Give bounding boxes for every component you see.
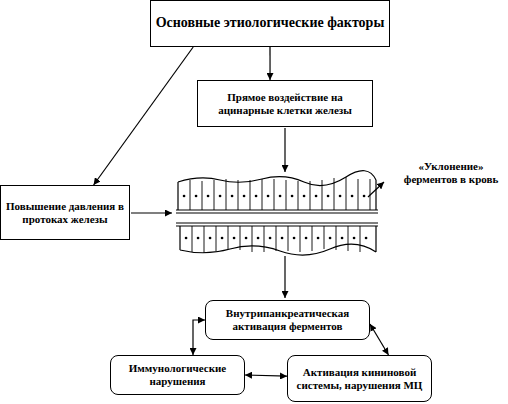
flow-arrows bbox=[131, 128, 384, 298]
connector-arrow bbox=[370, 324, 389, 355]
rounded-box: Внутрипанкреатическая активация ферменто… bbox=[205, 300, 370, 340]
duct-wall bbox=[176, 210, 378, 226]
cell-dividers bbox=[192, 226, 360, 253]
annotation-label: «Уклонение» ферментов в кровь bbox=[398, 160, 504, 185]
connector-arrow bbox=[94, 47, 194, 185]
node-text: Основные этиологические факторы bbox=[155, 15, 385, 31]
duct-illustration bbox=[176, 171, 378, 255]
node-text: Прямое воздействие на ацинарные клетки ж… bbox=[202, 91, 368, 116]
rounded-box: Активация кининовой системы, нарушения М… bbox=[287, 355, 432, 402]
node-text: Иммунологические нарушения bbox=[115, 362, 240, 387]
node-text: Повышение давления в протоках железы bbox=[5, 200, 125, 225]
process-box: Повышение давления в протоках железы bbox=[0, 185, 130, 240]
process-box: Прямое воздействие на ацинарные клетки ж… bbox=[197, 80, 373, 127]
rounded-box: Иммунологические нарушения bbox=[110, 355, 245, 395]
connector-arrow bbox=[193, 320, 205, 355]
cell-layer-outline bbox=[180, 226, 376, 255]
cell-nuclei bbox=[184, 196, 366, 238]
connector-layer bbox=[94, 47, 389, 376]
connector-arrow bbox=[269, 47, 270, 80]
flow-arrow bbox=[368, 182, 384, 197]
connector-arrow bbox=[245, 375, 287, 376]
cell-dividers bbox=[190, 177, 370, 210]
flow-arrow bbox=[284, 256, 285, 298]
flow-arrow bbox=[131, 212, 172, 213]
node-text: Внутрипанкреатическая активация ферменто… bbox=[210, 307, 365, 332]
process-box: Основные этиологические факторы bbox=[150, 0, 390, 47]
flow-arrow bbox=[284, 128, 285, 172]
cell-layer-outline bbox=[178, 171, 376, 210]
node-text: Активация кининовой системы, нарушения М… bbox=[292, 366, 427, 391]
